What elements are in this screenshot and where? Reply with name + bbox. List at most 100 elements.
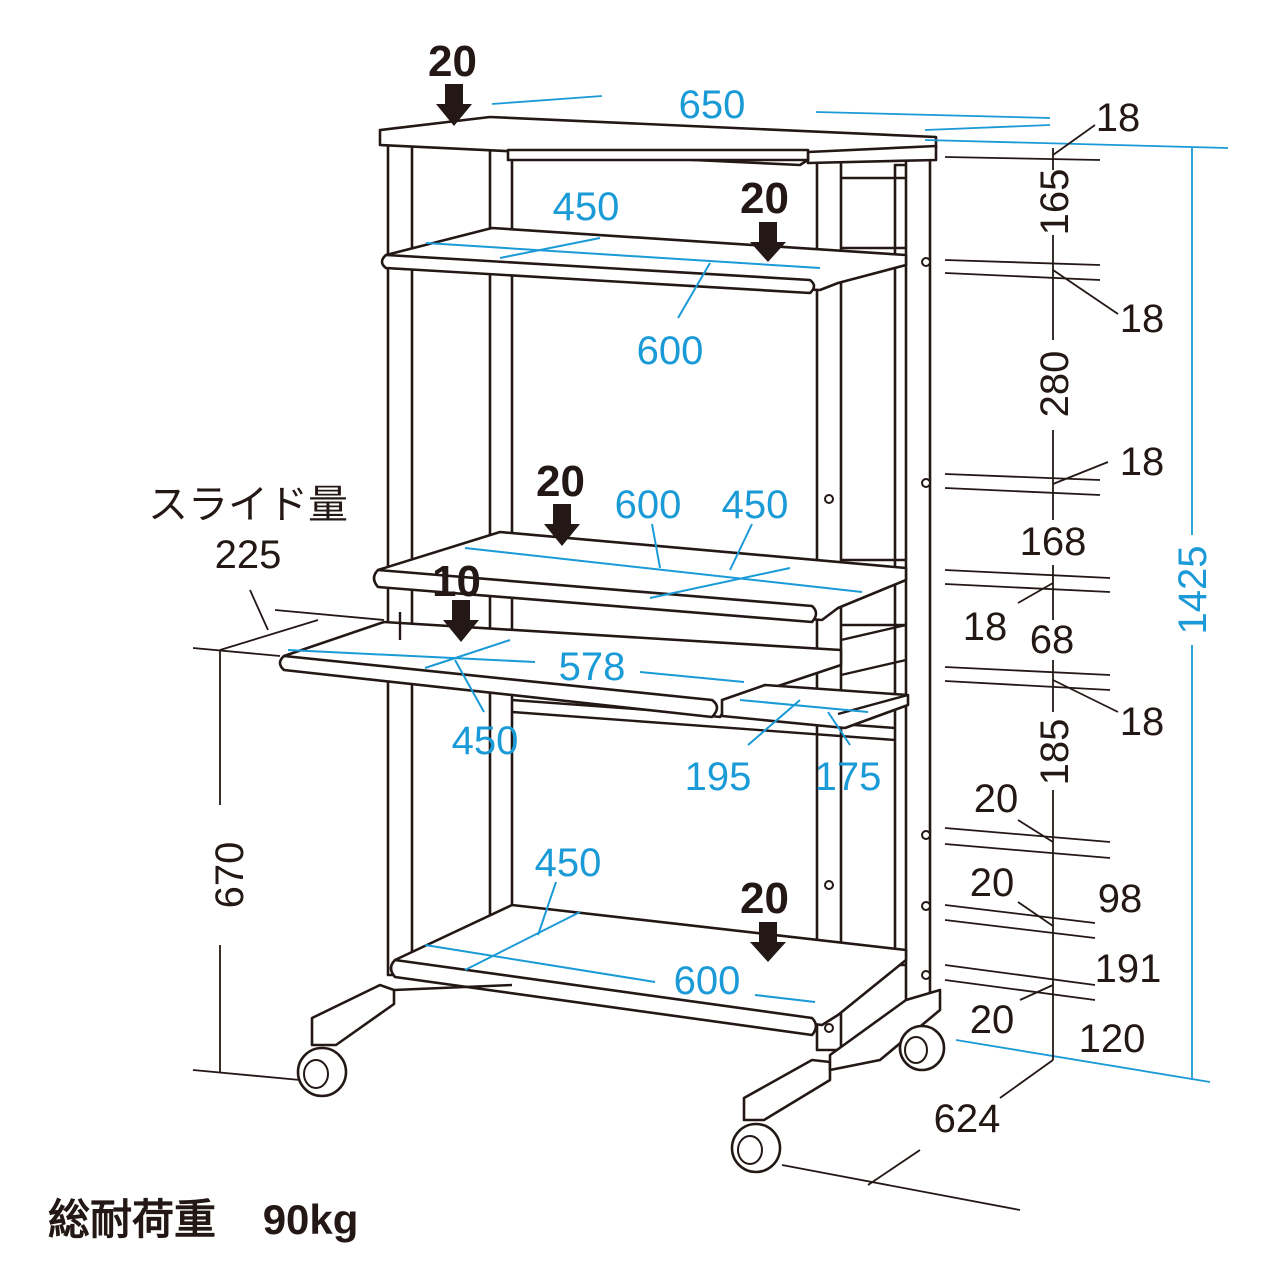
shelf-2 (372, 530, 908, 624)
load-keyboard-label: 10 (432, 557, 481, 606)
load-middle-shelf-label: 20 (536, 457, 585, 506)
down-arrow-icon (750, 922, 786, 962)
load-arrow-upper-shelf: 20 (740, 174, 789, 262)
spacing-gap-1: 165 (1033, 169, 1077, 236)
dim-shelf2-600-leader (651, 523, 661, 569)
load-arrow-middle-shelf: 20 (536, 457, 585, 546)
dim-shelf2-width-line (464, 547, 863, 593)
dim-650-right (815, 111, 1051, 119)
dim-225-line (219, 619, 319, 651)
spacing-gap-4: 68 (1030, 618, 1075, 662)
total-load-label: 総耐荷重 (48, 1196, 217, 1243)
dim-650-left (491, 95, 603, 105)
dim-keyboard-width-label: 578 (559, 645, 626, 689)
down-arrow-icon (436, 84, 472, 126)
hole (921, 257, 931, 267)
caster-front-left (296, 1046, 348, 1098)
dim-225-leader (249, 589, 269, 631)
caster-hub (904, 1036, 928, 1064)
dim-keyboard-depth-label: 450 (452, 719, 519, 763)
leader-18-shelf3 (1017, 582, 1054, 604)
slide-value: 225 (215, 533, 282, 577)
dim-middle-shelf-width-label: 600 (615, 483, 682, 527)
leader-18-shelf2 (1052, 461, 1109, 485)
ext-shelf2-a (944, 473, 1101, 481)
dim-bottom-450-leader (537, 881, 557, 936)
dim-keyboard-height-label: 670 (208, 842, 252, 909)
ext-bar1-b (944, 843, 1111, 859)
leader-20-bar2 (1017, 901, 1054, 927)
ext-kb-a (944, 666, 1111, 676)
hole (824, 880, 834, 890)
side-right-upright (904, 148, 932, 1002)
spacing-gap-5: 185 (1033, 719, 1077, 786)
side-bar-4 (840, 623, 907, 642)
hole (921, 901, 931, 911)
dim-670-bottom-ext (192, 1069, 301, 1081)
dim-bottom-450-line (464, 911, 581, 971)
spacing-gap-3: 168 (1020, 520, 1087, 564)
caster-rear-right (898, 1024, 946, 1072)
ext-shelf3-b (944, 583, 1111, 593)
right-foot (742, 1058, 832, 1122)
spacing-top-board: 18 (1096, 96, 1141, 140)
leader-18-shelf1 (1052, 269, 1119, 315)
dim-shelf2-450-line (649, 567, 791, 599)
down-arrow-icon (443, 600, 479, 642)
dim-overall-depth-label: 624 (934, 1097, 1001, 1141)
shelf-2-front-edge (372, 568, 818, 624)
dim-kb-450-line (424, 639, 511, 669)
spacing-bar-1: 20 (974, 777, 1019, 821)
dim-shelf2-450-leader (729, 523, 753, 571)
dim-mouse-195-leader (747, 699, 801, 746)
leader-20-bar3 (1019, 984, 1054, 1001)
dim-624-ext-right (999, 1059, 1054, 1099)
caster-hub (737, 1135, 763, 1165)
dim-top-shelf-depth-label: 450 (553, 185, 620, 229)
spacing-shelf-2: 18 (1120, 440, 1165, 484)
slide-label: スライド量 (148, 483, 348, 527)
dim-bottom-shelf-depth-label: 450 (535, 841, 602, 885)
ext-shelf1-b (944, 272, 1101, 281)
ext-bar2-b (944, 919, 1096, 939)
left-foot (310, 983, 396, 1047)
dim-kb-578-left (287, 649, 536, 663)
dim-mouse-195-line (739, 699, 869, 713)
hole (824, 494, 834, 504)
load-bottom-shelf-label: 20 (740, 874, 789, 923)
ext-bar3-a (944, 964, 1096, 986)
bottom-shelf (389, 903, 908, 1037)
ext-shelf2-b (944, 487, 1101, 496)
back-bar-lower (511, 710, 896, 742)
total-load: 総耐荷重 90kg (48, 1186, 358, 1247)
left-foot-bar (393, 983, 513, 992)
top-board (378, 115, 938, 167)
dim-624-ext-left (781, 1164, 1021, 1211)
dim-670-top-ext (192, 647, 281, 657)
ext-bar2-a (944, 904, 1096, 924)
leader-18-top (1052, 124, 1096, 156)
dim-bottom-600-left (424, 944, 656, 983)
dim-bottom-600-right (754, 994, 816, 1003)
spacing-shelf-1: 18 (1120, 297, 1165, 341)
dim-kb-450-leader (454, 659, 485, 713)
side-bar-5 (840, 658, 907, 677)
load-arrow-bottom-shelf: 20 (740, 874, 789, 962)
keyboard-tray-front-edge (278, 654, 719, 719)
leader-20-bar1 (1017, 819, 1054, 843)
dim-1425-top-ext (924, 139, 1229, 149)
blue-dimension-labels: 650 450 600 600 450 578 450 195 175 450 … (452, 83, 1215, 1003)
dim-mouse-depth-label: 175 (815, 755, 882, 799)
dim-overall-height-label: 1425 (1171, 546, 1215, 635)
caster-hub (303, 1059, 329, 1089)
base (296, 983, 946, 1174)
spacing-shelf-3: 18 (963, 605, 1008, 649)
ext-bar1-a (944, 827, 1111, 843)
load-top-label: 20 (428, 37, 477, 86)
dim-mouse-175-leader (827, 711, 851, 746)
spacing-keyboard-board: 18 (1120, 700, 1165, 744)
hole (921, 970, 931, 980)
spacing-gap-2: 280 (1033, 351, 1077, 418)
spacing-base: 120 (1079, 1017, 1146, 1061)
